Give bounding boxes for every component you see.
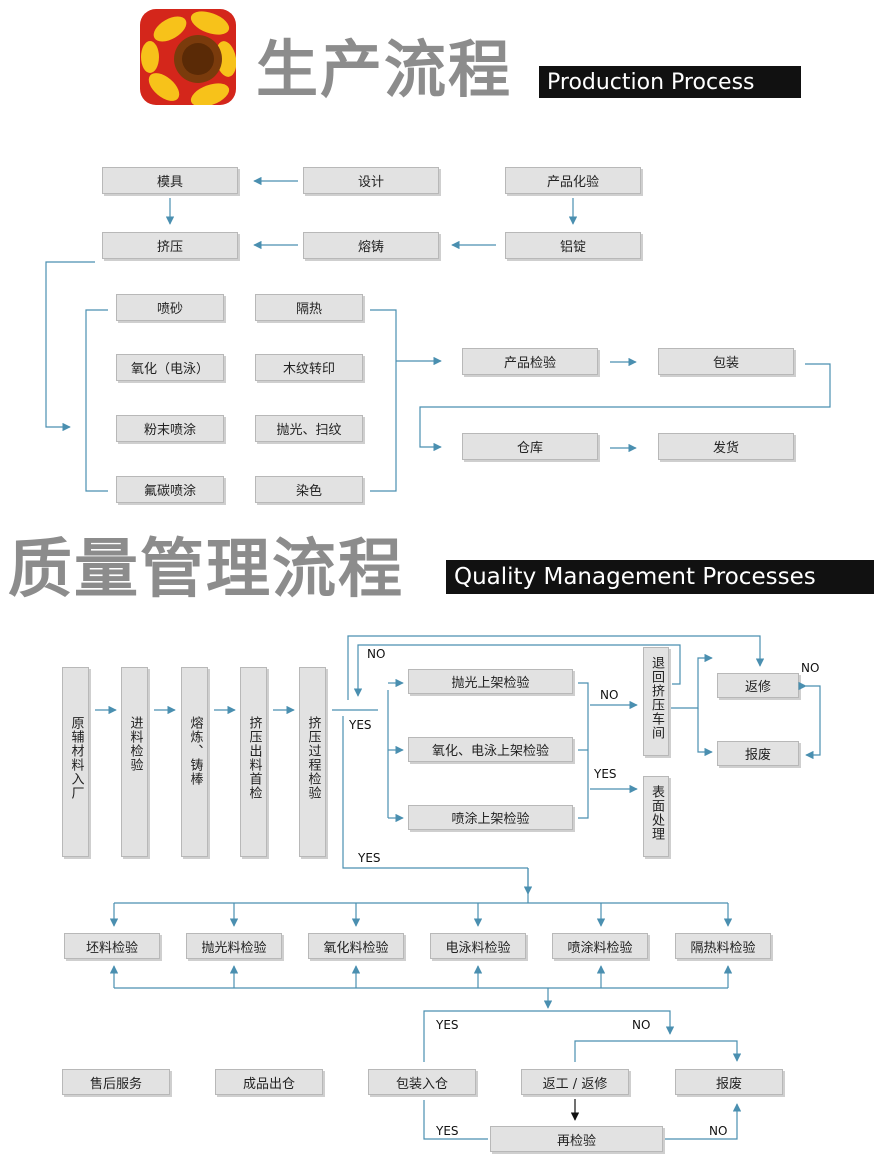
box-incoming-inspection: 进料检验 <box>121 667 148 857</box>
box-blank-inspection: 坯料检验 <box>64 933 160 959</box>
box-spray-inspection: 喷涂料检验 <box>552 933 648 959</box>
box-oxidation: 氧化（电泳） <box>116 354 224 381</box>
box-ingot: 铝锭 <box>505 232 641 259</box>
line-yes-reinspect <box>423 1100 488 1140</box>
quality-title-en: Quality Management Processes <box>446 560 874 594</box>
box-after-sales: 售后服务 <box>62 1069 170 1095</box>
box-product-inspection: 产品检验 <box>462 348 598 375</box>
box-shipping: 发货 <box>658 433 794 460</box>
loop-no-top <box>353 644 681 697</box>
box-packaging: 包装 <box>658 348 794 375</box>
loop-right <box>798 681 821 760</box>
box-smelting: 熔炼、铸棒 <box>181 667 208 857</box>
box-reinspect: 再检验 <box>490 1126 663 1152</box>
box-sandblast: 喷砂 <box>116 294 224 321</box>
loop-top-rework <box>347 635 765 700</box>
box-electro-inspection: 电泳料检验 <box>430 933 526 959</box>
box-process-inspection: 挤压过程检验 <box>299 667 326 857</box>
box-warehouse: 仓库 <box>462 433 598 460</box>
box-polish: 抛光、扫纹 <box>255 415 363 442</box>
box-extrusion: 挤压 <box>102 232 238 259</box>
box-surface-treatment: 表面处理 <box>643 776 669 857</box>
sunflower-logo <box>140 9 236 105</box>
box-pack-in: 包装入仓 <box>368 1069 476 1095</box>
box-powder-coating: 粉末喷涂 <box>116 415 224 442</box>
line-yes-bottom <box>342 716 528 869</box>
box-oxid-inspection: 氧化料检验 <box>308 933 404 959</box>
box-design: 设计 <box>303 167 439 194</box>
box-heat-insulation: 隔热 <box>255 294 363 321</box>
quality-title-cn: 质量管理流程 <box>8 533 404 607</box>
label-yes-reinspect: YES <box>436 1124 459 1138</box>
box-first-article: 挤压出料首检 <box>240 667 267 857</box>
bracket-left <box>85 309 108 492</box>
production-title-cn: 生产流程 <box>256 33 513 106</box>
box-dyeing: 染色 <box>255 476 363 503</box>
label-yes-pack: YES <box>436 1018 459 1032</box>
box-chem-test: 产品化验 <box>505 167 641 194</box>
line-return-to-rework <box>671 653 713 709</box>
box-finished-out: 成品出仓 <box>215 1069 323 1095</box>
label-no-right: NO <box>801 661 820 675</box>
label-no-top: NO <box>367 647 386 661</box>
box-rework2: 返工 / 返修 <box>521 1069 629 1095</box>
label-yes-bottom: YES <box>358 851 381 865</box>
box-scrap: 报废 <box>717 741 799 766</box>
label-no-pack: NO <box>632 1018 651 1032</box>
label-yes-mid: YES <box>594 767 617 781</box>
box-polish-rack: 抛光上架检验 <box>408 669 573 694</box>
line-packaging-warehouse <box>419 363 831 452</box>
bracket-right <box>370 309 397 492</box>
box-raw-material: 原辅材料入厂 <box>62 667 89 857</box>
box-casting: 熔铸 <box>303 232 439 259</box>
production-title-en: Production Process <box>539 66 801 98</box>
line-no-reinspect <box>665 1103 742 1140</box>
box-oxid-rack: 氧化、电泳上架检验 <box>408 737 573 762</box>
box-return-workshop: 退回挤压车间 <box>643 647 669 756</box>
box-fluorocarbon: 氟碳喷涂 <box>116 476 224 503</box>
branch-rework-scrap <box>574 1040 742 1062</box>
box-wood-grain: 木纹转印 <box>255 354 363 381</box>
box-scrap2: 报废 <box>675 1069 783 1095</box>
branch-yes-no <box>423 1010 675 1062</box>
line-extrusion-to-processes <box>45 261 95 432</box>
label-no-reinspect: NO <box>709 1124 728 1138</box>
label-no-mid: NO <box>600 688 619 702</box>
label-yes-left: YES <box>349 718 372 732</box>
box-polish-inspection: 抛光料检验 <box>186 933 282 959</box>
box-mould: 模具 <box>102 167 238 194</box>
box-insulation-inspection: 隔热料检验 <box>675 933 771 959</box>
box-spray-rack: 喷涂上架检验 <box>408 805 573 830</box>
